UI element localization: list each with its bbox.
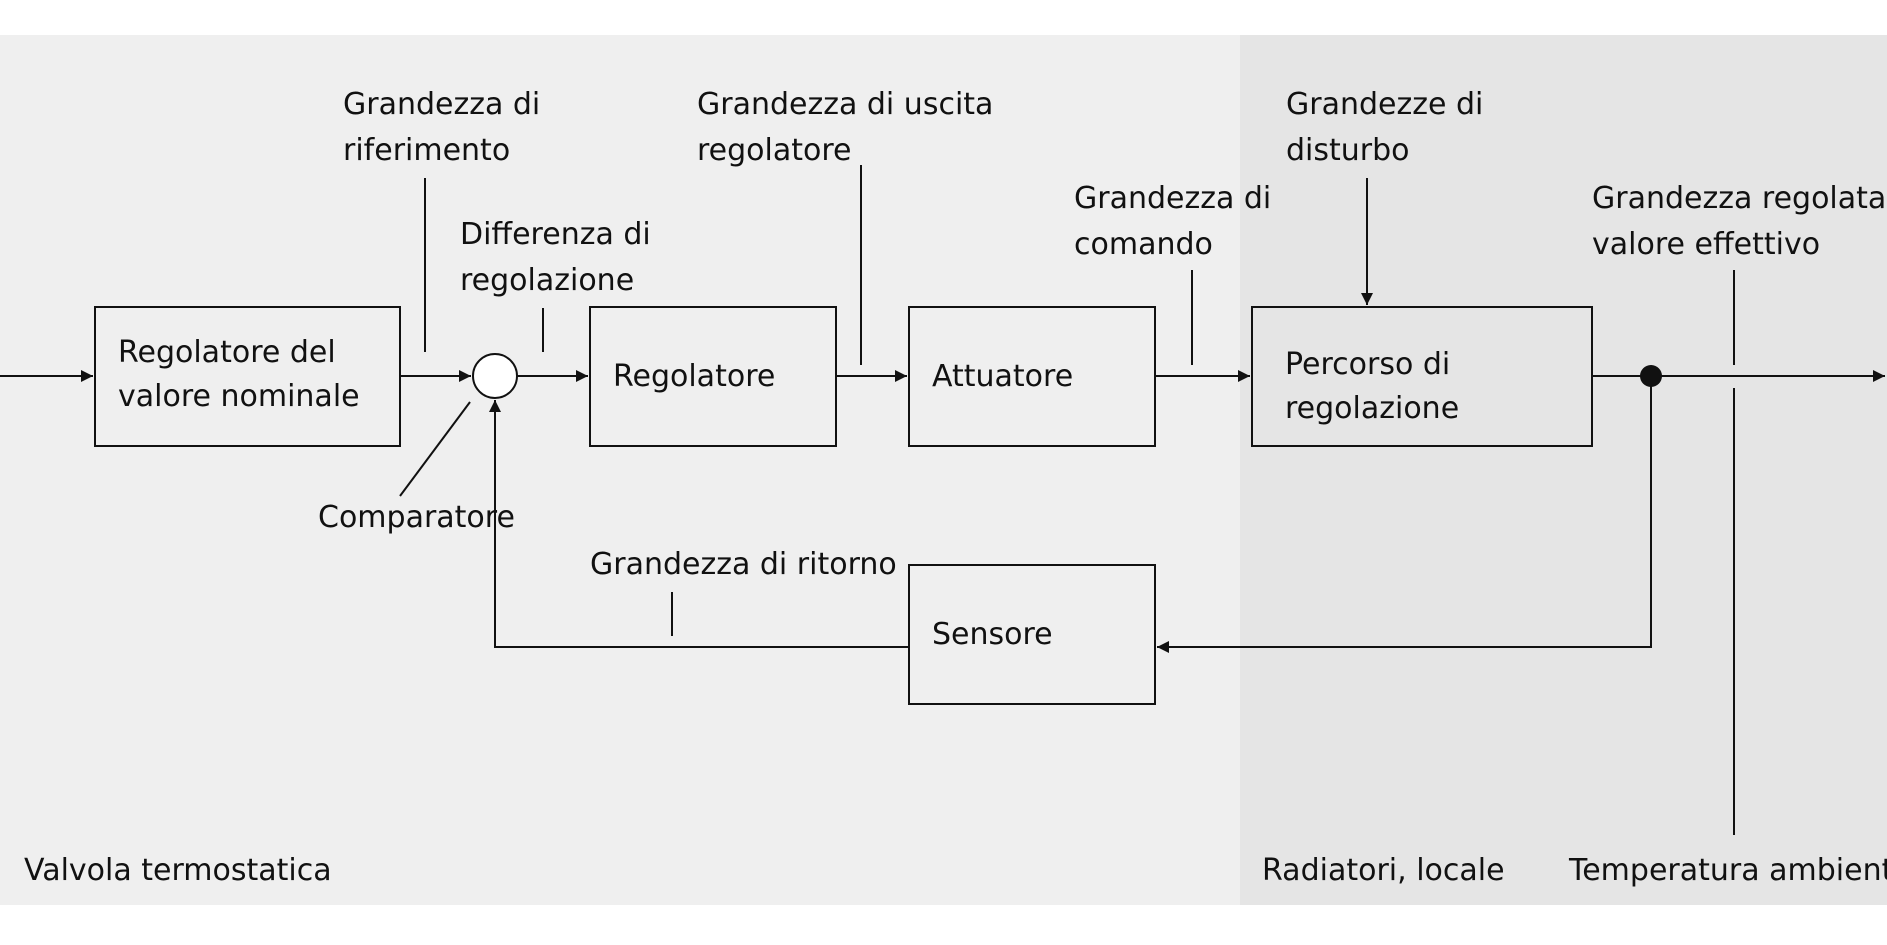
feedback-variable-label: Grandezza di ritorno	[590, 547, 897, 582]
regulator-output-label: Grandezza di uscita regolatore	[697, 87, 993, 168]
sensor-label: Sensore	[932, 617, 1053, 652]
svg-text:valore effettivo: valore effettivo	[1592, 227, 1820, 262]
radiator-room-region-label: Radiatori, locale	[1262, 853, 1505, 888]
svg-text:Grandezze di: Grandezze di	[1286, 87, 1483, 122]
thermostatic-valve-region-label: Valvola termostatica	[24, 853, 332, 888]
svg-text:Differenza di: Differenza di	[460, 217, 651, 252]
control-path-label-line2: regolazione	[1285, 391, 1459, 426]
radiator-room-region	[1240, 35, 1887, 905]
setpoint-regulator-label-line2: valore nominale	[118, 379, 360, 414]
svg-text:riferimento: riferimento	[343, 133, 510, 168]
controlled-variable-label: Grandezza regolata, valore effettivo	[1592, 181, 1887, 262]
setpoint-regulator-label-line1: Regolatore del	[118, 335, 336, 370]
room-temperature-label: Temperatura ambiente	[1568, 853, 1887, 888]
reference-variable-label: Grandezza di riferimento	[343, 87, 540, 168]
svg-text:disturbo: disturbo	[1286, 133, 1410, 168]
setpoint-regulator-block: Regolatore del valore nominale	[94, 306, 401, 447]
svg-text:Grandezza di: Grandezza di	[1074, 181, 1271, 216]
sensor-to-comparator-arrow	[489, 400, 909, 648]
svg-text:Grandezza regolata,: Grandezza regolata,	[1592, 181, 1887, 216]
svg-text:Grandezza di: Grandezza di	[343, 87, 540, 122]
svg-text:regolazione: regolazione	[460, 263, 634, 298]
svg-text:regolatore: regolatore	[697, 133, 852, 168]
control-difference-label: Differenza di regolazione	[460, 217, 651, 298]
thermostatic-valve-region	[0, 35, 1240, 905]
disturbance-variables-label: Grandezze di disturbo	[1286, 87, 1483, 168]
svg-text:comando: comando	[1074, 227, 1213, 262]
control-path-label-line1: Percorso di	[1285, 347, 1450, 382]
sensor-block: Sensore	[908, 564, 1156, 705]
comparator-pointer	[399, 401, 471, 497]
svg-text:Grandezza di uscita: Grandezza di uscita	[697, 87, 993, 122]
command-variable-label: Grandezza di comando	[1074, 181, 1271, 262]
actuator-label: Attuatore	[932, 359, 1073, 394]
comparator-summing-junction	[472, 353, 518, 399]
feedback-to-sensor-arrow	[1157, 376, 1652, 653]
control-path-block: Percorso di regolazione	[1251, 306, 1593, 447]
regulator-block: Regolatore	[589, 306, 837, 447]
regulator-label: Regolatore	[613, 359, 775, 394]
comparator-label: Comparatore	[318, 500, 515, 535]
actuator-block: Attuatore	[908, 306, 1156, 447]
